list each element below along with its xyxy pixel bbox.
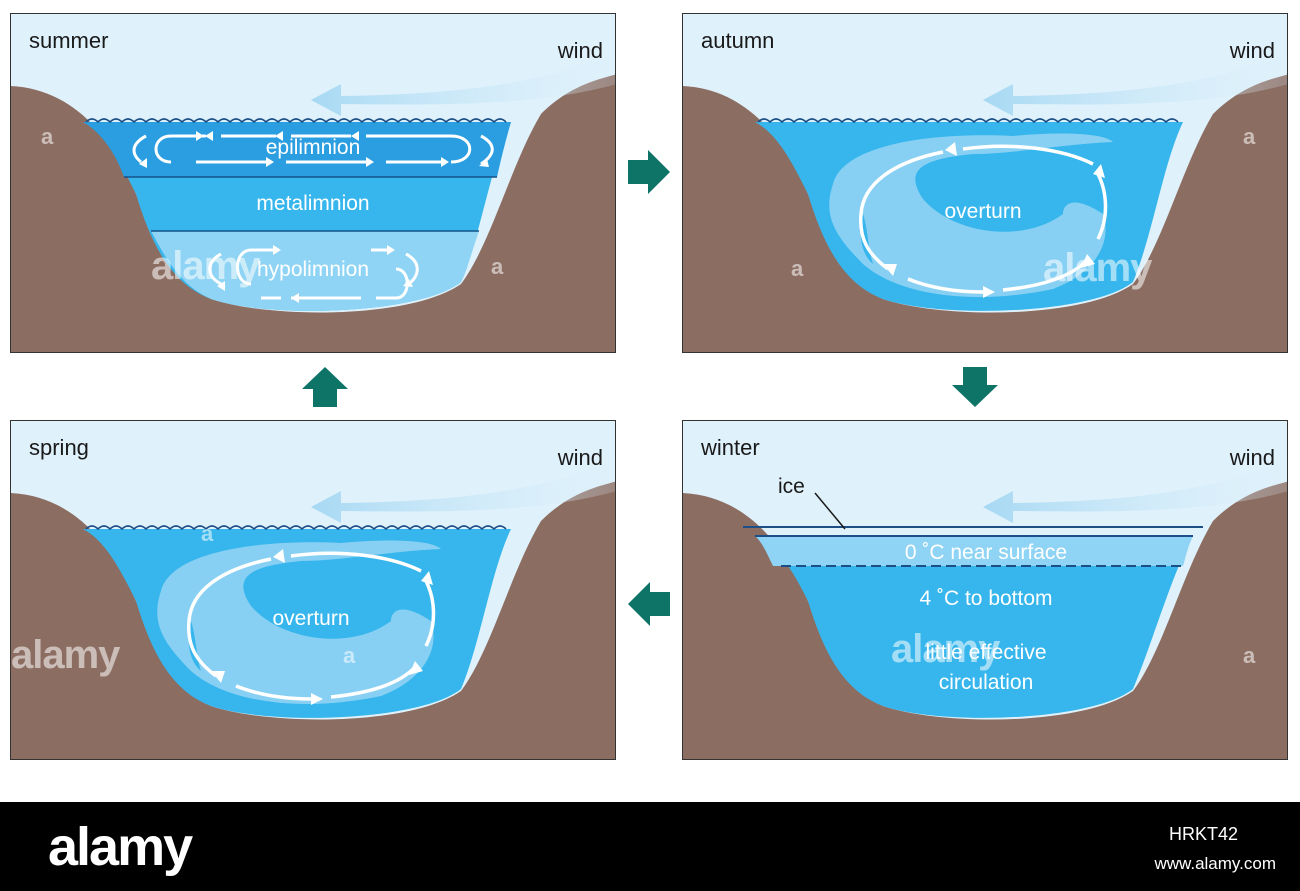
overturn-label-spring: overturn [272,607,350,630]
watermark-mark: a [1243,643,1256,668]
watermark-mark: a [41,124,54,149]
circulation-label-line1: little effective [925,641,1047,664]
watermark-mark: a [491,254,504,279]
overturn-label-autumn: overturn [944,200,1022,223]
wind-label-summer: wind [557,38,603,63]
epilimnion-label: epilimnion [265,136,361,159]
arrow-up-icon [302,367,348,407]
winter-scene [683,461,1287,759]
ice-label: ice [778,475,805,498]
circulation-label-line2: circulation [938,671,1034,694]
panel-summer: summer wind epilimnion metalimnion hypol… [10,13,616,353]
watermark-mark: a [343,643,356,668]
spring-scene [11,461,615,759]
metalimnion-label: metalimnion [256,192,370,215]
panel-spring: spring wind overturn a a alamy [10,420,616,760]
season-label-spring: spring [29,435,89,460]
summer-scene [11,54,615,352]
panel-winter: winter wind ice 0 ˚C near surface 4 ˚C t… [682,420,1288,760]
panel-autumn: autumn wind overturn a a alamy [682,13,1288,353]
season-label-summer: summer [29,28,109,53]
hypolimnion-label: hypolimnion [256,258,370,281]
watermark-text: alamy [11,633,120,677]
site-url[interactable]: www.alamy.com [1154,854,1276,873]
season-label-winter: winter [701,435,760,460]
watermark-mark: a [1243,124,1256,149]
wind-label-winter: wind [1229,445,1275,470]
watermark-mark: a [201,521,214,546]
brand-logo: alamy [48,817,193,877]
surface-temp-label: 0 ˚C near surface [904,541,1068,564]
season-label-autumn: autumn [701,28,775,53]
watermark-text: alamy [151,244,260,288]
watermark-text: alamy [891,627,1000,671]
bottom-temp-label: 4 ˚C to bottom [919,587,1053,610]
watermark-text: alamy [1043,246,1152,290]
image-id: HRKT42 [1168,824,1238,844]
wind-label-spring: wind [557,445,603,470]
autumn-scene [683,54,1287,352]
arrow-down-icon [952,367,998,407]
footer-bar: alamy HRKT42 www.alamy.com [0,802,1300,891]
watermark-mark: a [791,256,804,281]
arrow-right-icon [628,150,670,194]
wind-label-autumn: wind [1229,38,1275,63]
arrow-left-icon [628,582,670,626]
